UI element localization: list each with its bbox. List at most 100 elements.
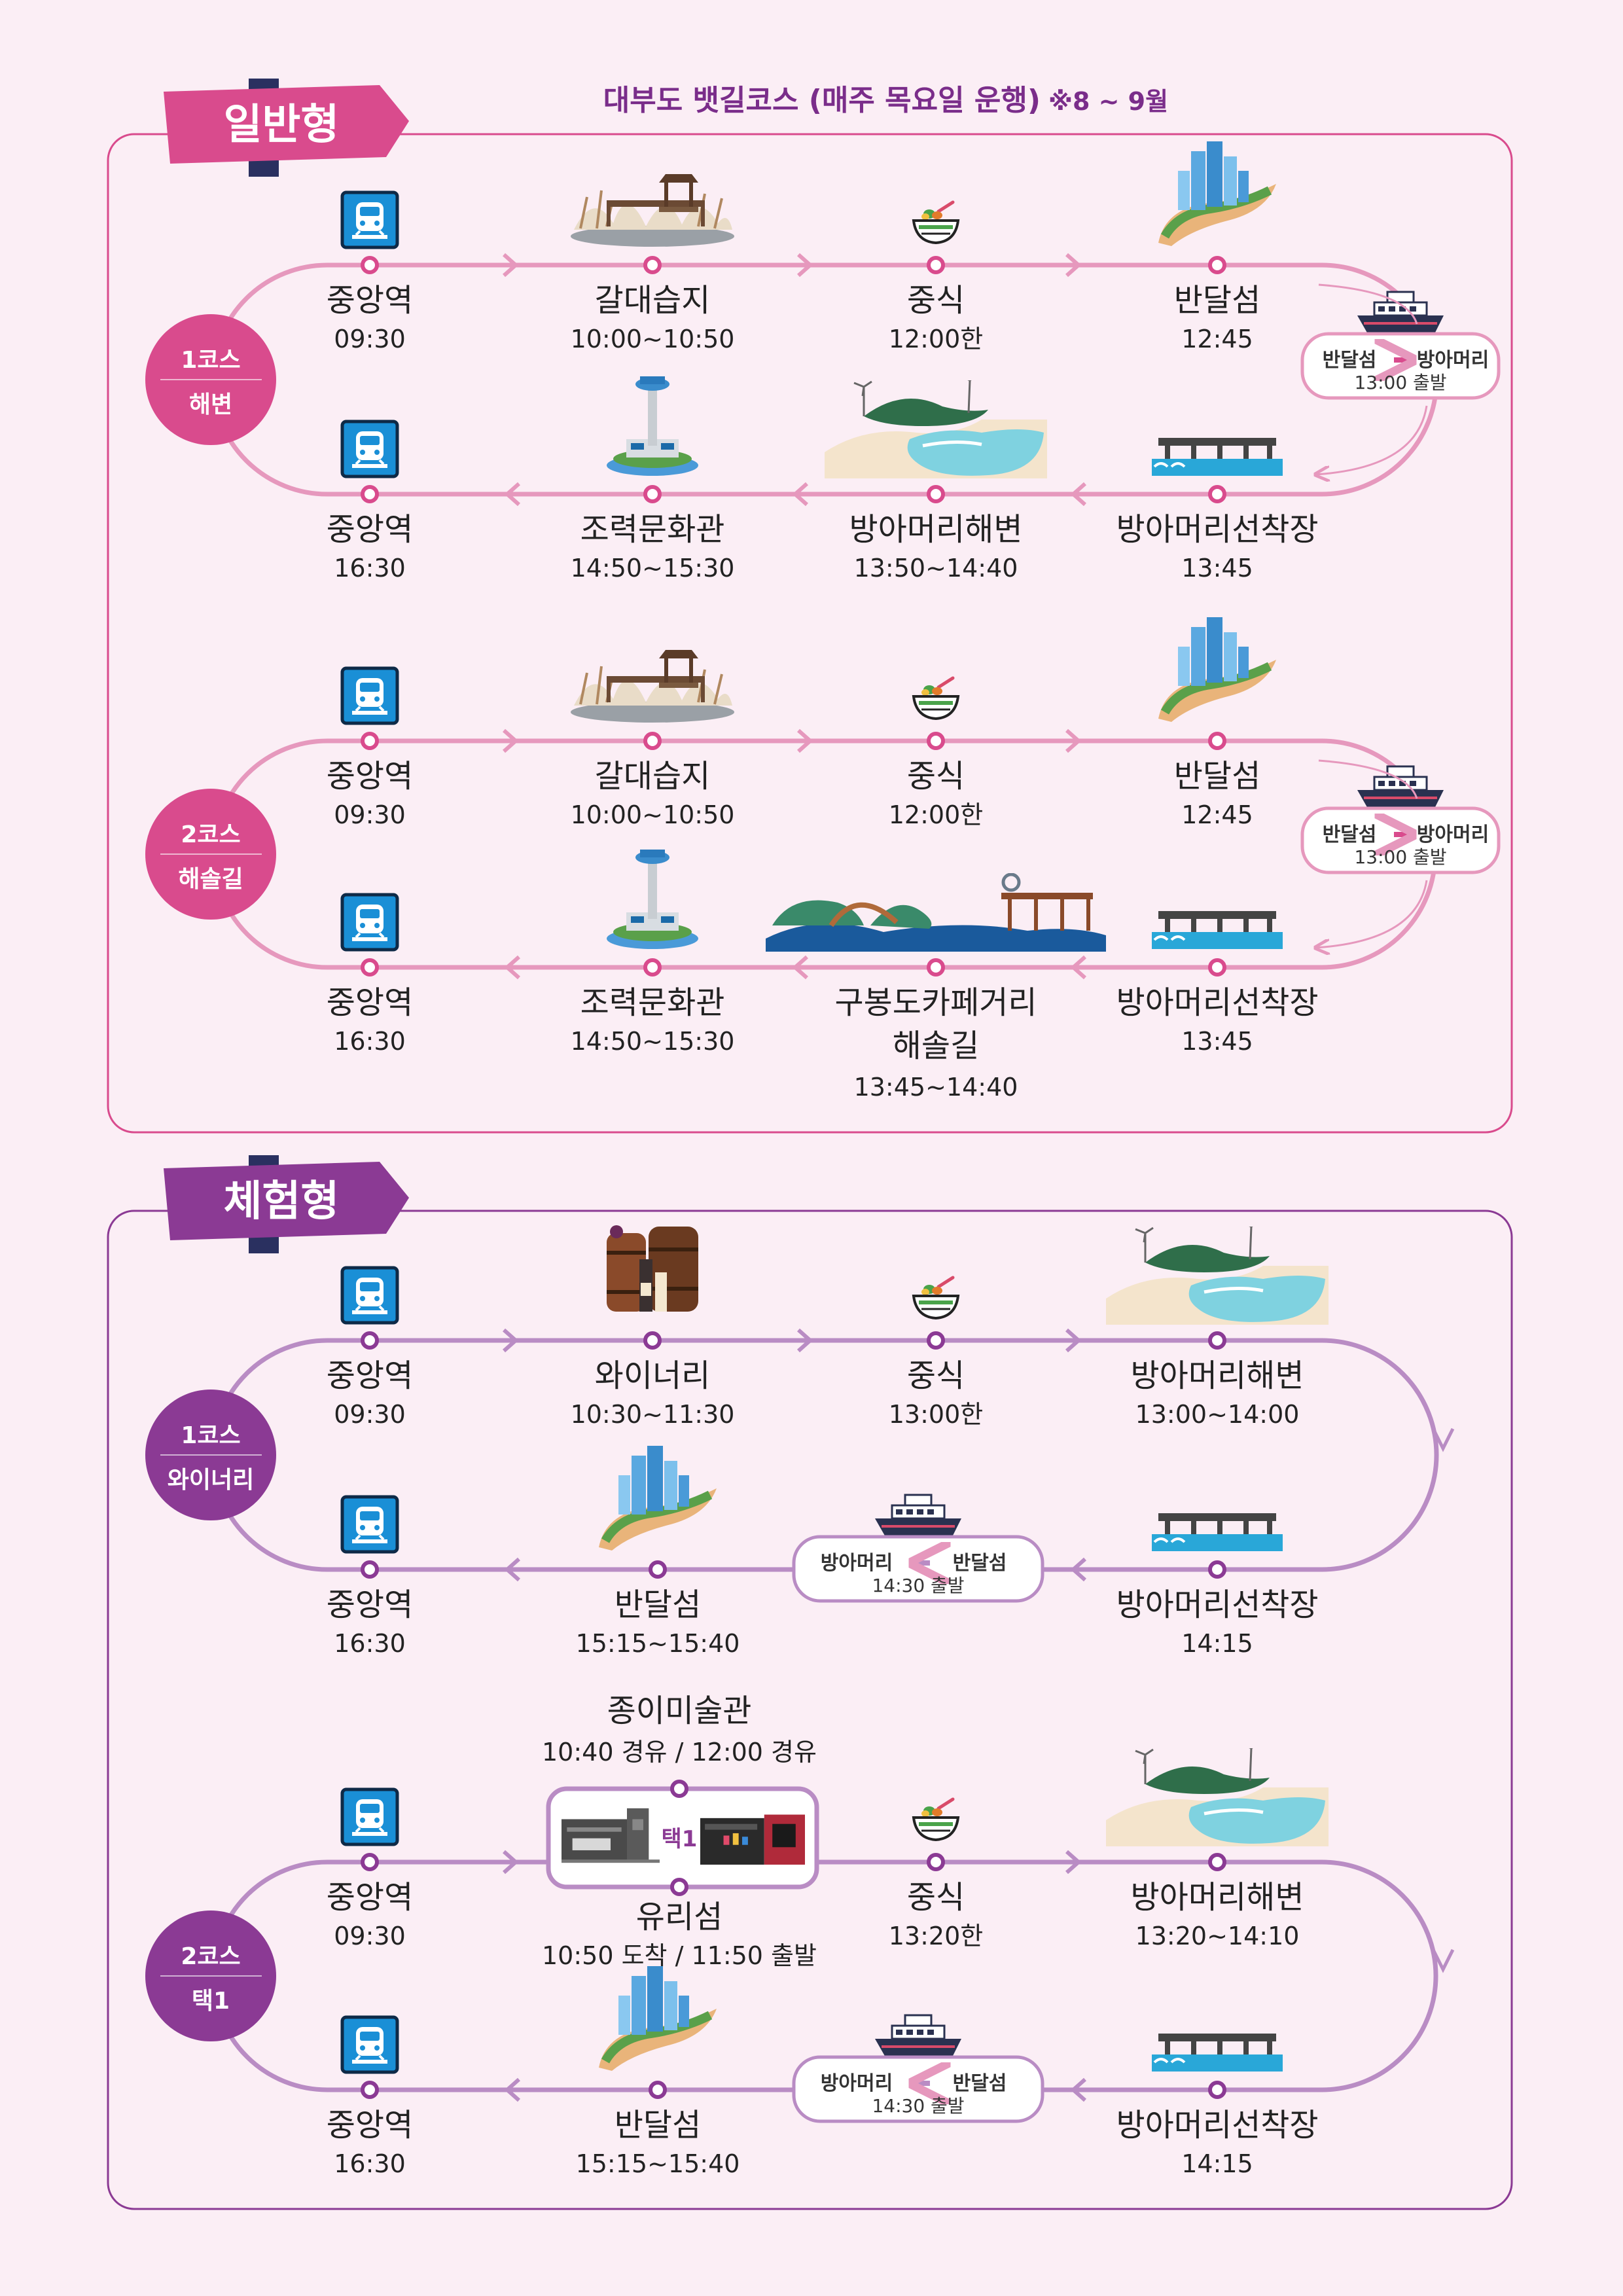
stop-name: 와이너리 — [595, 1357, 711, 1394]
sections: 일반형1코스해변중앙역09:30갈대습지10:00~10:50중식12:00한반… — [107, 79, 1513, 2210]
stop-time: 09:30 — [334, 800, 406, 829]
stop-name: 중식 — [907, 758, 965, 795]
stop-name: 중앙역 — [327, 1357, 413, 1394]
ferry-from: 반달섬 — [1323, 349, 1377, 372]
stop-name: 중앙역 — [327, 1587, 413, 1623]
course-theme: 와이너리 — [168, 1467, 254, 1494]
city-island-icon — [599, 1966, 717, 2071]
ferry-from: 방아머리 — [821, 1552, 893, 1575]
stop-dot — [361, 732, 379, 750]
stop-dot — [361, 958, 379, 977]
stop-time: 16:30 — [334, 1027, 406, 1056]
stop-dot — [649, 2081, 667, 2099]
stop-time: 13:50~14:40 — [854, 554, 1018, 583]
stop-name: 방아머리선착장 — [1116, 1587, 1318, 1623]
stop-dot — [670, 1878, 688, 1896]
stop-dot — [927, 732, 945, 750]
ship-icon — [1356, 765, 1445, 810]
direction-arrow — [1070, 1557, 1086, 1582]
direction-arrow — [1070, 2077, 1086, 2102]
stop-name: 반달섬 — [615, 2107, 701, 2144]
stop-time: 16:30 — [334, 1629, 406, 1658]
stop-dot — [361, 2081, 379, 2099]
stop-name: 갈대습지 — [595, 758, 711, 795]
stop-dot — [1208, 1560, 1226, 1579]
subway-icon — [342, 1497, 397, 1552]
stop-time: 12:45 — [1181, 800, 1253, 829]
ferry-to: 방아머리 — [1417, 823, 1489, 846]
stop-dot — [1208, 732, 1226, 750]
subway-icon — [342, 2017, 397, 2072]
section-label: 체험형 — [224, 1177, 340, 1226]
stop-time: 13:20~14:10 — [1135, 1922, 1300, 1950]
stop-name: 중식 — [907, 282, 965, 319]
ferry-from: 반달섬 — [1323, 823, 1377, 846]
page-title: 대부도 뱃길코스 (매주 목요일 운행) — [603, 84, 1041, 117]
direction-arrow — [1070, 482, 1086, 507]
stop-time: 12:45 — [1181, 325, 1253, 353]
beach-icon — [1106, 1221, 1329, 1325]
stop-dot — [927, 1331, 945, 1350]
bridge-icon — [766, 874, 1106, 952]
section-1: 일반형1코스해변중앙역09:30갈대습지10:00~10:50중식12:00한반… — [107, 79, 1513, 1134]
stop-name: 중앙역 — [327, 1879, 413, 1916]
stop-time: 13:45 — [1181, 554, 1253, 583]
stop-name: 방아머리선착장 — [1116, 984, 1318, 1021]
subway-icon — [342, 895, 397, 950]
ferry-to: 반달섬 — [953, 1552, 1007, 1575]
pier-icon — [1152, 437, 1283, 477]
stop-name: 조력문화관 — [580, 511, 725, 548]
stop-time: 16:30 — [334, 2149, 406, 2178]
stop-dot — [1208, 2081, 1226, 2099]
stop-name: 중식 — [907, 1357, 965, 1394]
direction-arrow — [504, 1557, 520, 1582]
direction-arrow — [792, 482, 808, 507]
stop-dot — [643, 1331, 662, 1350]
stop-name: 구봉도카페거리 — [834, 984, 1037, 1021]
stop-time: 09:30 — [334, 1400, 406, 1429]
stop-bottom-2: 반달섬 15:15~15:40 — [576, 1966, 740, 2178]
choice-lower-name: 유리섬 — [636, 1899, 722, 1935]
stop-top-1: 중앙역 09:30 — [327, 1268, 413, 1429]
stop-dot — [1208, 256, 1226, 274]
lunch-icon — [914, 1799, 958, 1840]
subway-icon — [342, 1268, 397, 1323]
stop-dot — [1208, 958, 1226, 977]
course-number: 2코스 — [181, 1943, 240, 1970]
section-tag — [164, 85, 409, 164]
stop-time: 14:50~15:30 — [571, 1027, 735, 1056]
pier-icon — [1152, 1512, 1283, 1552]
course-number: 1코스 — [181, 347, 240, 374]
stop-time: 09:30 — [334, 325, 406, 353]
stop-dot — [643, 256, 662, 274]
stop-time: 10:00~10:50 — [571, 325, 735, 353]
choice-label: 택1 — [662, 1826, 698, 1852]
stop-time: 14:15 — [1181, 2149, 1253, 2178]
pier-icon — [1152, 2032, 1283, 2073]
tower-icon — [607, 376, 698, 476]
stop-dot — [670, 1780, 688, 1798]
stop-time: 15:15~15:40 — [576, 2149, 740, 2178]
stop-name: 중식 — [907, 1879, 965, 1916]
course-1-1: 1코스해변중앙역09:30갈대습지10:00~10:50중식12:00한반달섬1… — [145, 141, 1501, 583]
direction-arrow — [504, 955, 520, 980]
direction-arrow — [1431, 1948, 1455, 1973]
